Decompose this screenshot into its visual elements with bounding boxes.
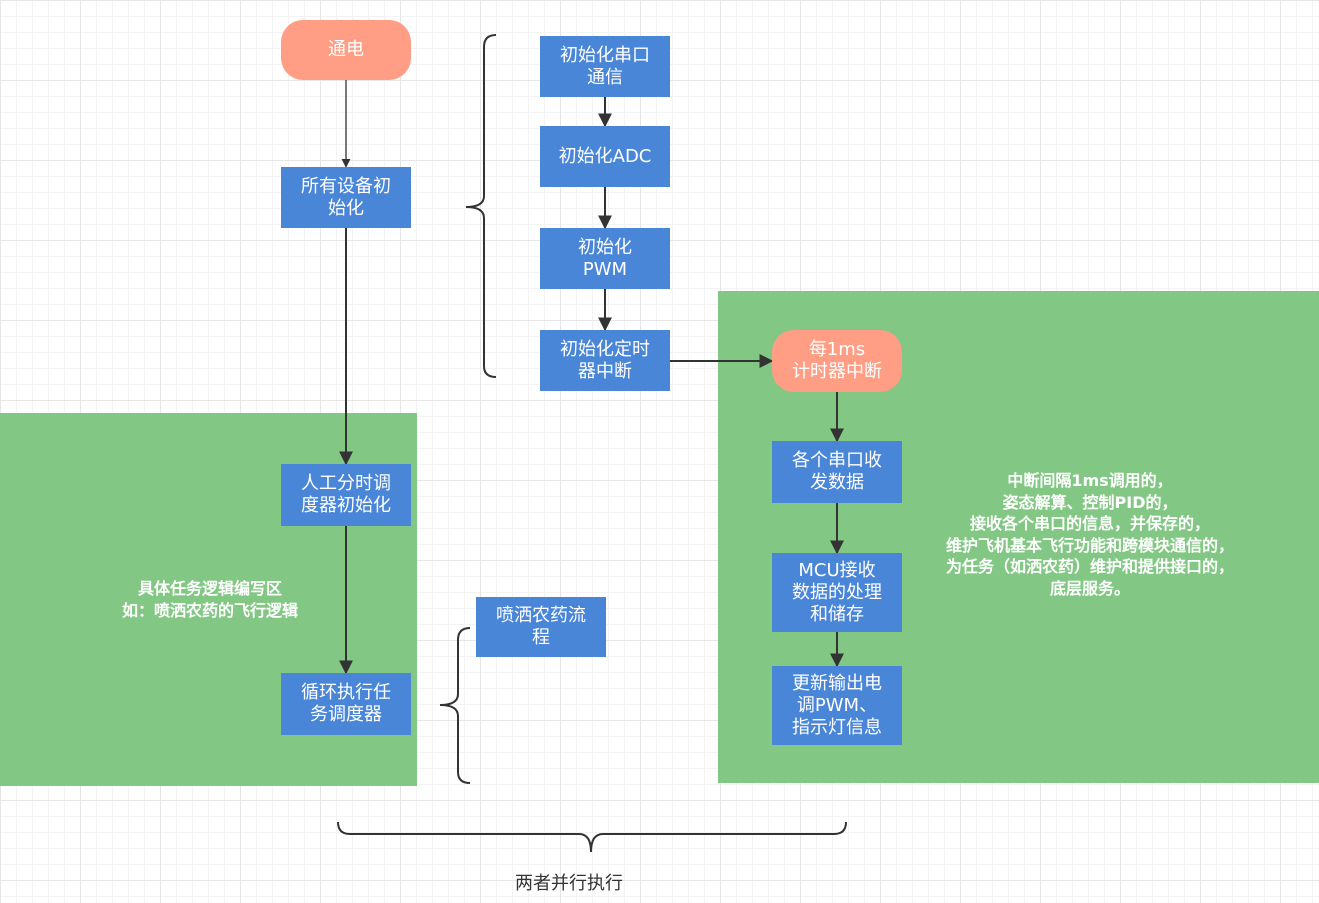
init-uart-label: 初始化串口 通信	[560, 44, 650, 88]
parallel-execution-label: 两者并行执行	[515, 873, 623, 894]
uart-rxtx-label: 各个串口收 发数据	[792, 450, 882, 493]
task-area-note: 具体任务逻辑编写区 如：喷洒农药的飞行逻辑	[121, 579, 298, 620]
init-all-devices-step: 所有设备初 始化	[281, 167, 411, 228]
init-adc-step: 初始化ADC	[540, 126, 670, 187]
power-on-label: 通电	[328, 39, 364, 60]
loop-scheduler-label: 循环执行任 务调度器	[301, 682, 391, 725]
update-output-step: 更新输出电 调PWM、 指示灯信息	[772, 666, 902, 745]
interrupt-description-note: 中断间隔1ms调用的， 姿态解算、控制PID的， 接收各个串口的信息，并保存的，…	[945, 471, 1234, 598]
init-all-devices-label: 所有设备初 始化	[301, 175, 391, 219]
mcu-process-step: MCU接收 数据的处理 和储存	[772, 553, 902, 632]
spray-flow-step: 喷洒农药流 程	[476, 597, 606, 657]
init-timer-label: 初始化定时 器中断	[560, 338, 650, 382]
timer-interrupt-terminal: 每1ms 计时器中断	[772, 330, 902, 392]
brace-parallel	[337, 821, 847, 853]
uart-rxtx-step: 各个串口收 发数据	[772, 441, 902, 503]
init-pwm-step: 初始化 PWM	[540, 228, 670, 289]
init-pwm-label: 初始化 PWM	[578, 236, 632, 280]
brace-task-group	[439, 627, 471, 784]
init-timer-step: 初始化定时 器中断	[540, 330, 670, 391]
timer-interrupt-label: 每1ms 计时器中断	[792, 339, 882, 382]
spray-flow-label: 喷洒农药流 程	[496, 605, 586, 648]
brace-init-group	[465, 34, 497, 378]
mcu-process-label: MCU接收 数据的处理 和储存	[792, 559, 882, 625]
update-output-label: 更新输出电 调PWM、 指示灯信息	[792, 672, 882, 738]
loop-scheduler-step: 循环执行任 务调度器	[281, 673, 411, 735]
power-on-terminal: 通电	[281, 20, 411, 80]
init-uart-step: 初始化串口 通信	[540, 36, 670, 97]
scheduler-init-step: 人工分时调 度器初始化	[281, 464, 411, 526]
scheduler-init-label: 人工分时调 度器初始化	[301, 473, 391, 516]
init-adc-label: 初始化ADC	[558, 145, 652, 167]
